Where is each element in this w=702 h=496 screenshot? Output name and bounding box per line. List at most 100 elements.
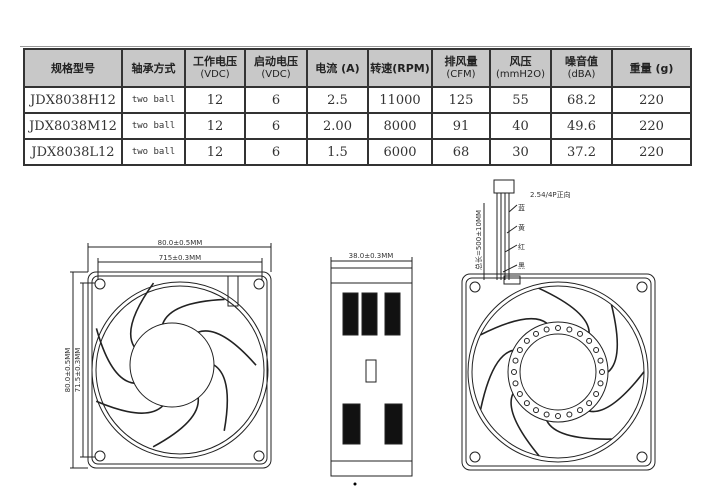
dim-front-hole-height: 71.5±0.3MM	[74, 348, 82, 393]
column-header: 排风量(CFM)	[431, 48, 491, 88]
table-cell: 220	[611, 112, 692, 140]
table-cell: 6	[244, 86, 308, 114]
wire-label-yellow: 黄	[518, 223, 525, 232]
hub-hole	[533, 407, 539, 414]
table-cell: JDX8038H12	[23, 86, 123, 114]
hub-hole	[593, 347, 600, 353]
column-header: 转速(RPM)	[367, 48, 433, 88]
hub-hole	[586, 400, 593, 407]
header-main: 规格型号	[51, 61, 95, 75]
dim-front-height: 80.0±0.5MM	[64, 348, 72, 393]
hub-hole	[577, 330, 583, 337]
hub-hole	[599, 369, 605, 375]
table-cell: 55	[489, 86, 552, 114]
hub-hole	[516, 347, 523, 353]
header-main: 风压	[509, 55, 532, 68]
hub-hole	[543, 326, 550, 333]
lead-length-label: 总长=500±10MM	[474, 210, 483, 270]
table-cell: 6	[244, 138, 308, 166]
fan-blade	[95, 328, 135, 385]
hub-hole	[555, 413, 561, 419]
hub-hole	[555, 325, 561, 331]
table-cell: 30	[489, 138, 552, 166]
header-main: 工作电压	[193, 55, 237, 68]
hub-hole	[593, 391, 600, 397]
table-cell: JDX8038L12	[23, 138, 123, 166]
hub-hole	[597, 380, 604, 387]
header-main: 轴承方式	[131, 61, 176, 75]
table-cell: 49.6	[550, 112, 613, 140]
fan-blade	[546, 420, 612, 440]
column-header: 电流 (A)	[306, 48, 369, 88]
table-cell: two ball	[121, 112, 186, 140]
wire-label-red: 红	[518, 242, 525, 251]
table-cell: two ball	[121, 86, 186, 114]
side-view	[330, 267, 413, 477]
table-cell: two ball	[121, 138, 186, 166]
table-cell: 2.00	[306, 112, 369, 140]
hub-hole	[566, 326, 573, 333]
front-view-intake	[87, 271, 272, 469]
table-cell: 6	[244, 112, 308, 140]
dot-marker	[353, 482, 357, 486]
hub-hole	[543, 411, 550, 418]
table-cell: 2.5	[306, 86, 369, 114]
dim-side-depth: 38.0±0.3MM	[349, 252, 394, 260]
table-cell: 8000	[367, 112, 433, 140]
column-header: 工作电压(VDC)	[184, 48, 246, 88]
lead-wires	[483, 179, 518, 280]
hub-hole	[523, 337, 530, 344]
fan-blade	[197, 330, 257, 366]
hub-hole	[523, 400, 530, 407]
header-unit: (CFM)	[446, 69, 476, 80]
header-main: 转速(RPM)	[370, 61, 430, 75]
hub-hole	[511, 369, 517, 375]
fan-blade	[479, 349, 514, 410]
header-unit: (VDC)	[200, 69, 230, 80]
fan-blade	[607, 304, 619, 373]
header-main: 噪音值	[565, 55, 598, 68]
fan-blade	[152, 397, 199, 448]
fan-blade	[95, 400, 164, 414]
wire-label-blue: 蓝	[518, 203, 525, 212]
hub-hole	[516, 391, 523, 397]
header-unit: (dBA)	[567, 69, 596, 80]
table-cell: 220	[611, 138, 692, 166]
header-main: 排风量	[444, 55, 478, 68]
fan-blade	[510, 393, 540, 457]
table-cell: 11000	[367, 86, 433, 114]
hub-hole	[533, 330, 539, 337]
table-cell: JDX8038M12	[23, 112, 123, 140]
table-cell: 68.2	[550, 86, 613, 114]
column-header: 启动电压(VDC)	[244, 48, 308, 88]
dim-front-hole-width: 715±0.3MM	[159, 254, 201, 262]
hub-hole	[577, 407, 583, 414]
fan-blade	[213, 364, 229, 431]
top-rule	[20, 46, 690, 47]
table-cell: 1.5	[306, 138, 369, 166]
header-main: 重量 (g)	[629, 61, 674, 75]
connector-label: 2.54/4P正向	[530, 190, 571, 199]
hub-hole	[597, 357, 604, 364]
column-header: 风压(mmH2O)	[489, 48, 552, 88]
hub-hole	[586, 337, 593, 344]
fan-blade	[589, 371, 645, 413]
table-cell: 220	[611, 86, 692, 114]
rear-view-exhaust	[461, 273, 656, 471]
column-header: 规格型号	[23, 48, 123, 88]
header-main: 启动电压	[254, 55, 298, 68]
hub-hole	[512, 380, 519, 387]
header-row: 规格型号轴承方式工作电压(VDC)启动电压(VDC)电流 (A)转速(RPM)排…	[23, 48, 692, 88]
column-header: 轴承方式	[121, 48, 186, 88]
hub-hole	[512, 357, 519, 364]
table-cell: 12	[184, 86, 246, 114]
fan-blade	[538, 287, 590, 333]
header-main: 电流 (A)	[315, 61, 360, 75]
table-cell: 37.2	[550, 138, 613, 166]
column-header: 重量 (g)	[611, 48, 692, 88]
dim-front-width: 80.0±0.5MM	[158, 239, 203, 247]
